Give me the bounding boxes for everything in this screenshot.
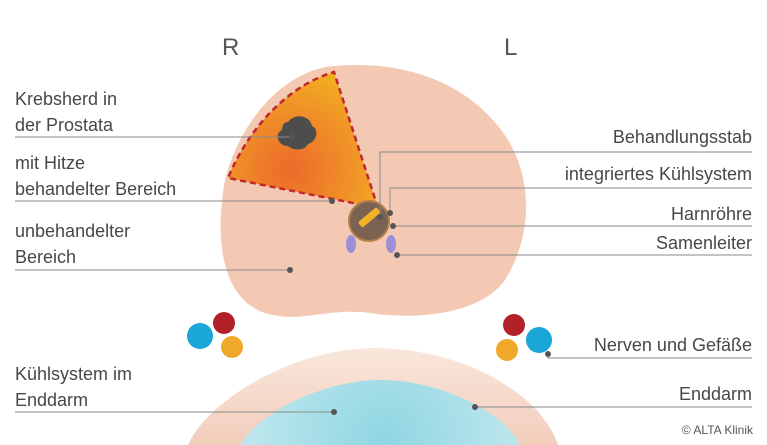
label-unbehandelt-line2: Bereich <box>15 247 77 267</box>
leader-lines <box>15 136 752 413</box>
label-unbehandelt-line1: unbehandelter <box>15 221 131 241</box>
side-label-left: L <box>504 34 518 61</box>
heat-zone-border <box>226 70 380 210</box>
nerve-orange-right <box>496 339 518 361</box>
nerve-red-left <box>213 312 235 334</box>
nerve-orange-left <box>221 336 243 358</box>
cooling-balloon-shape <box>240 380 520 445</box>
label-unbehandelt: unbehandelter Bereich <box>15 218 130 270</box>
label-kuehlsystem-enddarm-line1: Kühlsystem im <box>15 364 133 384</box>
prostate-shape <box>220 64 527 317</box>
tumor-shape <box>277 116 317 150</box>
nerve-blue-right <box>526 327 552 353</box>
label-kuehlsystem-enddarm-line2: Enddarm <box>15 390 89 410</box>
label-harnroehre: Harnröhre <box>670 204 752 224</box>
leader-dots <box>287 134 551 415</box>
label-nerven: Nerven und Gefäße <box>593 335 752 355</box>
label-hitze-line1: mit Hitze <box>15 153 86 173</box>
label-behandlungsstab: Behandlungsstab <box>612 127 752 147</box>
label-kuehlsystem-enddarm: Kühlsystem im Enddarm <box>15 361 132 413</box>
label-hitze-line2: behandelter Bereich <box>15 179 177 199</box>
nerve-red-right <box>503 314 525 336</box>
side-label-right: R <box>222 34 240 61</box>
label-samenleiter: Samenleiter <box>655 233 752 253</box>
label-krebsherd-line1: Krebsherd in <box>15 89 118 109</box>
probe-element <box>358 207 380 227</box>
label-krebsherd-line2: der Prostata <box>15 115 114 135</box>
label-krebsherd: Krebsherd in der Prostata <box>15 86 117 138</box>
label-enddarm: Enddarm <box>678 384 752 404</box>
nerve-blue-left <box>187 323 213 349</box>
copyright: © ALTA Klinik <box>681 423 753 437</box>
label-kuehlsystem: integriertes Kühlsystem <box>564 164 752 184</box>
vas-deferens-left-shape <box>346 235 356 253</box>
label-hitze: mit Hitze behandelter Bereich <box>15 150 176 202</box>
vas-deferens-right-shape <box>386 235 396 253</box>
